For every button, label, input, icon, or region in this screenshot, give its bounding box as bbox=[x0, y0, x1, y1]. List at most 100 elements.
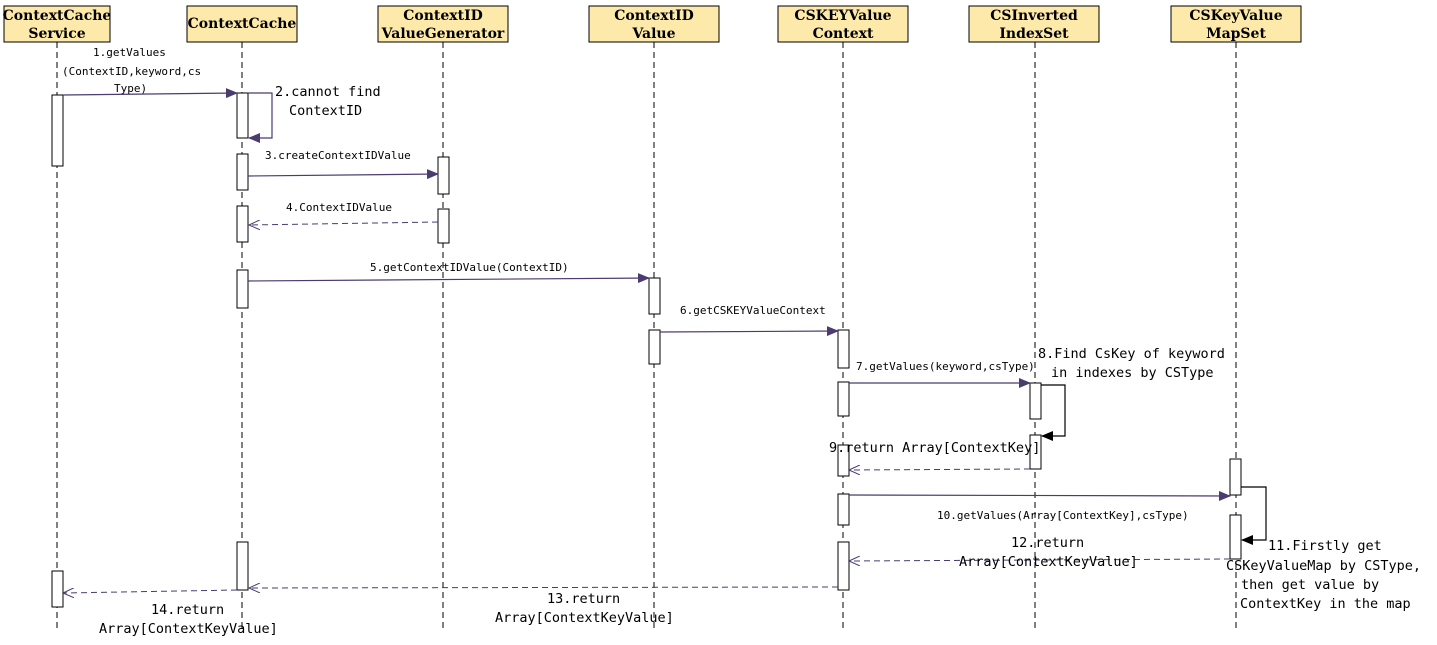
activation-bar bbox=[236, 541, 249, 591]
message-label-line: 5.getContextIDValue(ContextID) bbox=[370, 261, 569, 274]
message-8: 8.Find CsKey of keyword in indexes by CS… bbox=[1038, 346, 1225, 441]
participant-name-line1: CSKeyValue bbox=[1189, 8, 1282, 24]
activation-bars bbox=[51, 92, 1242, 608]
message-9: 9.return Array[ContextKey] bbox=[829, 440, 1040, 470]
message-arrow bbox=[62, 88, 238, 99]
participant-name-line1: CSInverted bbox=[990, 8, 1078, 24]
message-label-line: Type) bbox=[114, 82, 147, 95]
message-3: 3.createContextIDValue bbox=[247, 149, 439, 180]
message-arrow bbox=[247, 273, 650, 284]
activation-bar bbox=[236, 153, 249, 191]
message-label-line: (ContextID,keyword,cs bbox=[62, 65, 201, 78]
activation-bar bbox=[648, 329, 661, 365]
participant-name-line2: ValueGenerator bbox=[381, 26, 505, 42]
participant-service: ContextCache Service bbox=[3, 5, 112, 43]
participant-box bbox=[377, 5, 509, 43]
participant-name-line1: ContextID bbox=[614, 8, 694, 24]
message-14: 14.return Array[ContextKeyValue] bbox=[63, 590, 278, 637]
participant-name-line1: ContextID bbox=[403, 8, 483, 24]
participant-name-line1: ContextCache bbox=[188, 16, 297, 32]
activation-bar bbox=[837, 541, 850, 591]
participant-name-line2: MapSet bbox=[1206, 26, 1266, 42]
message-label-line: ContextKey in the map bbox=[1240, 596, 1411, 612]
participant-idvalue: ContextID Value bbox=[588, 5, 720, 43]
message-12: 12.return Array[ContextKeyValue] bbox=[849, 535, 1231, 570]
activation-bar bbox=[837, 329, 850, 369]
participant-box bbox=[1170, 5, 1302, 43]
message-1: 1.getValues (ContextID,keyword,cs Type) bbox=[62, 46, 238, 99]
message-arrow bbox=[1041, 384, 1066, 441]
participant-name-line2: Service bbox=[28, 26, 85, 42]
message-arrow bbox=[1241, 486, 1267, 545]
participant-cache: ContextCache bbox=[186, 5, 298, 43]
message-label-line: CSKeyValueMap by CSType, bbox=[1226, 558, 1421, 574]
message-4: 4.ContextIDValue bbox=[249, 201, 439, 225]
activation-bar bbox=[648, 277, 661, 315]
message-2: 2.cannot find ContextID bbox=[248, 84, 381, 143]
activation-bar bbox=[51, 94, 64, 167]
message-label-line: 4.ContextIDValue bbox=[286, 201, 392, 214]
message-arrow bbox=[659, 326, 839, 337]
message-label-line: Array[ContextKeyValue] bbox=[99, 621, 278, 637]
message-label-line: 7.getValues(keyword,csType) bbox=[856, 360, 1035, 373]
activation-bar bbox=[837, 493, 850, 526]
message-10: 10.getValues(Array[ContextKey],csType) bbox=[848, 490, 1231, 522]
activation-bar bbox=[437, 208, 450, 244]
message-arrow bbox=[248, 92, 273, 143]
activation-bar bbox=[837, 444, 850, 477]
message-arrow bbox=[63, 590, 238, 593]
message-5: 5.getContextIDValue(ContextID) bbox=[247, 261, 650, 284]
message-13: 13.return Array[ContextKeyValue] bbox=[249, 587, 839, 626]
activation-bar bbox=[236, 269, 249, 309]
participant-box bbox=[968, 5, 1100, 43]
participant-generator: ContextID ValueGenerator bbox=[377, 5, 509, 43]
message-label-line: 3.createContextIDValue bbox=[265, 149, 411, 162]
activation-bar bbox=[51, 570, 64, 608]
participant-name-line2: Context bbox=[813, 26, 874, 42]
participant-name-line1: CSKEYValue bbox=[794, 8, 891, 24]
participant-name-line1: ContextCache bbox=[3, 8, 112, 24]
message-label-line: ContextID bbox=[289, 103, 362, 119]
message-7: 7.getValues(keyword,csType) bbox=[849, 360, 1035, 388]
participant-kvcontext: CSKEYValue Context bbox=[777, 5, 909, 43]
activation-bar bbox=[1029, 434, 1042, 470]
message-label-line: 9.return Array[ContextKey] bbox=[829, 440, 1040, 456]
message-label-line: 13.return bbox=[547, 591, 620, 607]
participant-name-line2: Value bbox=[631, 26, 675, 42]
activation-bar bbox=[1229, 514, 1242, 560]
message-arrow bbox=[249, 222, 439, 225]
activation-bar bbox=[236, 92, 249, 139]
message-label-line: 2.cannot find bbox=[275, 84, 381, 100]
participant-box bbox=[588, 5, 720, 43]
message-11: 11.Firstly get CSKeyValueMap by CSType, … bbox=[1226, 486, 1421, 612]
activation-bar bbox=[1229, 458, 1242, 496]
activation-bar bbox=[1029, 382, 1042, 420]
message-label-line: Array[ContextKeyValue] bbox=[495, 610, 674, 626]
activation-bar bbox=[837, 381, 850, 417]
message-label-line: 8.Find CsKey of keyword bbox=[1038, 346, 1225, 362]
activation-bar bbox=[236, 205, 249, 243]
message-label-line: 10.getValues(Array[ContextKey],csType) bbox=[937, 509, 1189, 522]
participant-name-line2: IndexSet bbox=[999, 26, 1069, 42]
participant-mapset: CSKeyValue MapSet bbox=[1170, 5, 1302, 43]
message-label-line: 12.return bbox=[1011, 535, 1084, 551]
activation-bar bbox=[437, 156, 450, 195]
message-label-line: Array[ContextKeyValue] bbox=[959, 554, 1138, 570]
message-label-line: 14.return bbox=[151, 602, 224, 618]
message-6: 6.getCSKEYValueContext bbox=[659, 304, 839, 337]
message-arrow bbox=[848, 490, 1231, 501]
message-arrow bbox=[249, 587, 839, 588]
message-label-line: 1.getValues bbox=[93, 46, 166, 59]
participant-box bbox=[3, 5, 111, 43]
participant-inverted: CSInverted IndexSet bbox=[968, 5, 1100, 43]
message-label-line: 11.Firstly get bbox=[1268, 538, 1382, 554]
message-label-line: then get value by bbox=[1241, 577, 1379, 593]
message-label-line: in indexes by CSType bbox=[1051, 365, 1214, 381]
message-arrow bbox=[849, 559, 1231, 561]
message-label-line: 6.getCSKEYValueContext bbox=[680, 304, 826, 317]
participant-box bbox=[186, 5, 298, 43]
message-arrow bbox=[247, 169, 439, 180]
message-arrow bbox=[849, 469, 1031, 470]
participant-box bbox=[777, 5, 909, 43]
